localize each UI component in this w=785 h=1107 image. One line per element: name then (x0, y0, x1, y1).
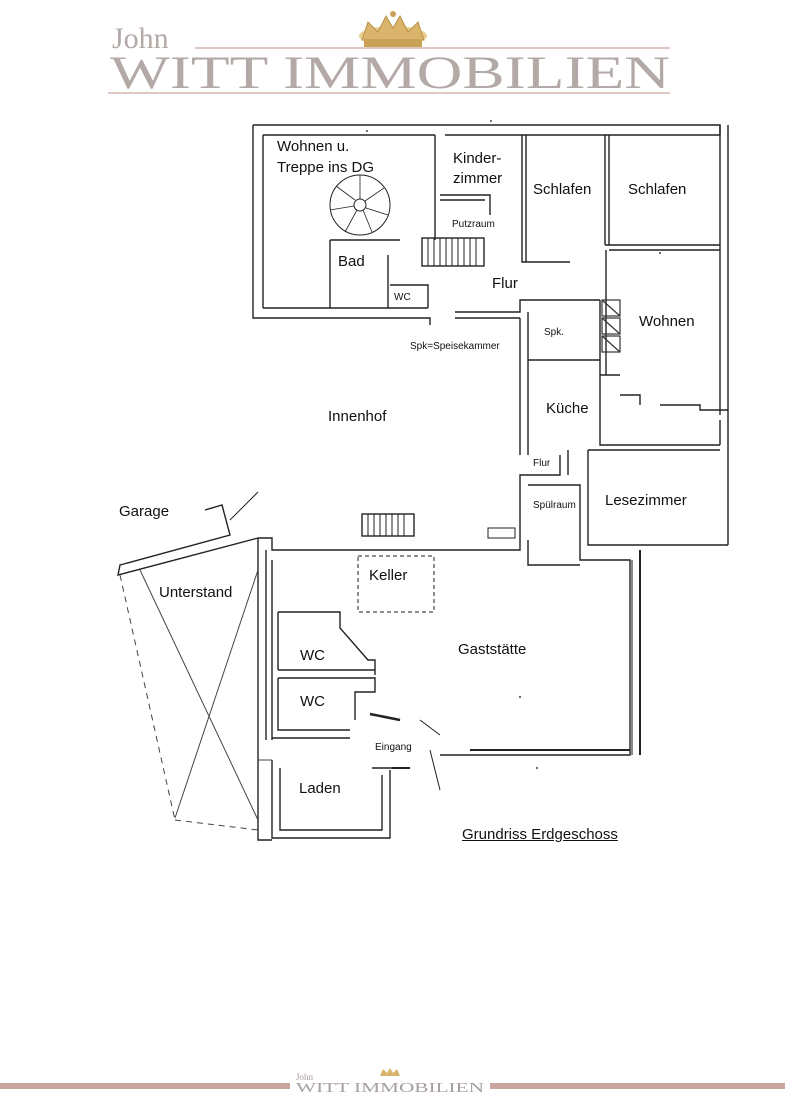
label-eingang: Eingang (375, 742, 412, 753)
legend-spk: Spk=Speisekammer (410, 341, 500, 352)
room-wc-1: WC (300, 647, 325, 664)
footer-logo: John WITT IMMOBILIEN (0, 1068, 785, 1096)
footer-brand-name: WITT IMMOBILIEN (296, 1081, 484, 1096)
brand-small-text: John (112, 22, 169, 55)
room-kueche: Küche (546, 400, 589, 417)
room-spk: Spk. (544, 327, 565, 338)
room-gaststaette: Gaststätte (458, 641, 527, 658)
room-schlafen-2: Schlafen (628, 181, 687, 198)
room-kinderzimmer-line2: zimmer (453, 170, 503, 187)
room-lesezimmer: Lesezimmer (605, 492, 687, 509)
footer-crown-icon (380, 1068, 400, 1076)
footer-bar-right (490, 1083, 785, 1089)
header-logo: John WITT IMMOBILIEN (108, 11, 670, 99)
room-kinderzimmer-line1: Kinder- (453, 150, 502, 167)
room-keller: Keller (369, 567, 408, 584)
brand-name-text: WITT IMMOBILIEN (110, 47, 670, 99)
room-flur-top: Flur (492, 275, 518, 292)
crown-icon (359, 11, 427, 47)
room-putzraum: Putzraum (452, 219, 495, 230)
area-garage: Garage (119, 503, 170, 520)
room-wohnen-treppe-line1: Wohnen u. (277, 138, 350, 155)
room-wohnen-treppe-line2: Treppe ins DG (277, 159, 374, 176)
room-wohnen: Wohnen (639, 313, 695, 330)
room-spuelraum: Spülraum (533, 500, 576, 511)
room-laden: Laden (299, 780, 341, 797)
footer-brand-small: John (296, 1072, 314, 1082)
room-wc-top: WC (394, 292, 411, 303)
plan-title: Grundriss Erdgeschoss (462, 826, 618, 843)
room-flur-mid: Flur (533, 458, 551, 469)
room-bad: Bad (338, 253, 365, 270)
area-unterstand: Unterstand (159, 584, 233, 601)
area-innenhof: Innenhof (328, 408, 387, 425)
room-wc-2: WC (300, 693, 325, 710)
footer-bar-left (0, 1083, 290, 1089)
room-schlafen-1: Schlafen (533, 181, 592, 198)
